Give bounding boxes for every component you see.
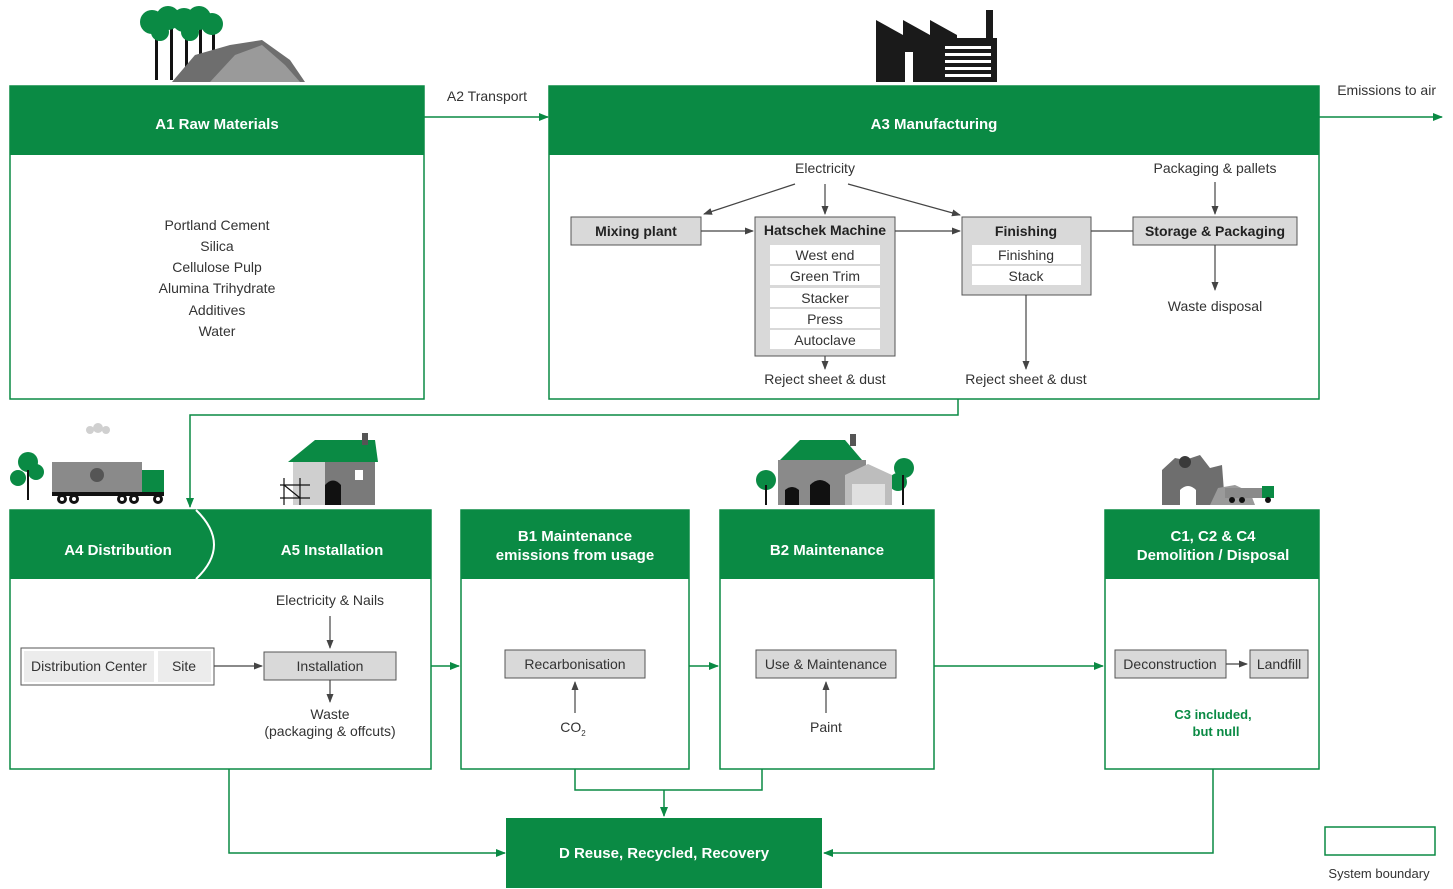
a1-panel: A1 Raw Materials Portland Cement Silica … — [9, 85, 425, 400]
material-item: Portland Cement — [164, 217, 269, 233]
hatschek-item: Autoclave — [794, 332, 856, 348]
installation-box: Installation — [263, 651, 397, 681]
deconstruction-label: Deconstruction — [1123, 656, 1216, 672]
a5-waste-detail: (packaging & offcuts) — [264, 723, 395, 739]
recarbonisation-box: Recarbonisation — [504, 649, 646, 679]
a5-waste-label: Waste — [310, 706, 349, 722]
installation-label: Installation — [297, 658, 364, 674]
co2-label: CO2 — [560, 719, 586, 738]
d-panel: D Reuse, Recycled, Recovery — [506, 818, 822, 888]
storage-label: Storage & Packaging — [1145, 223, 1285, 239]
hatschek-item: Press — [807, 311, 843, 327]
rock-pile-icon — [172, 40, 305, 82]
mixing-plant-box: Mixing plant — [570, 216, 702, 246]
use-maintenance-box: Use & Maintenance — [755, 649, 897, 679]
hatschek-title: Hatschek Machine — [764, 222, 886, 238]
truck-icon — [10, 423, 164, 504]
material-item: Cellulose Pulp — [172, 259, 262, 275]
system-boundary-legend: System boundary — [1324, 826, 1436, 881]
d-title: D Reuse, Recycled, Recovery — [559, 845, 770, 862]
a3-title: A3 Manufacturing — [871, 116, 998, 133]
landfill-box: Landfill — [1249, 649, 1309, 679]
hatschek-item: Green Trim — [790, 268, 860, 284]
mixing-plant-label: Mixing plant — [595, 223, 677, 239]
a5-title: A5 Installation — [281, 542, 384, 559]
distribution-center-label: Distribution Center — [31, 658, 147, 674]
demolition-icon — [1162, 455, 1274, 505]
a1-title: A1 Raw Materials — [155, 116, 278, 133]
material-item: Silica — [200, 238, 234, 254]
paint-label: Paint — [810, 719, 842, 735]
b1-panel: B1 Maintenance emissions from usage Reca… — [460, 509, 690, 770]
material-item: Additives — [189, 302, 246, 318]
c-title: C1, C2 & C4 — [1170, 528, 1256, 545]
c3-note-detail: but null — [1193, 724, 1240, 739]
recarbonisation-label: Recarbonisation — [524, 656, 625, 672]
legend-label: System boundary — [1328, 866, 1430, 881]
finishing-title: Finishing — [995, 223, 1057, 239]
reject-label: Reject sheet & dust — [764, 371, 886, 387]
houses-icon — [756, 434, 914, 505]
hatschek-item: West end — [796, 247, 855, 263]
c-panel: C1, C2 & C4 Demolition / Disposal Decons… — [1104, 509, 1320, 770]
packaging-label: Packaging & pallets — [1154, 160, 1277, 176]
distribution-box: Distribution Center Site — [20, 647, 215, 686]
b1-title: B1 Maintenance — [518, 528, 632, 545]
c-subtitle: Demolition / Disposal — [1137, 547, 1290, 564]
a3-panel: A3 Manufacturing Electricity Packaging &… — [548, 85, 1320, 400]
a3-to-a4-arrow — [186, 399, 959, 508]
emissions-label: Emissions to air — [1337, 82, 1436, 98]
electricity-label: Electricity — [795, 160, 855, 176]
finishing-item: Finishing — [998, 247, 1054, 263]
material-item: Water — [199, 323, 236, 339]
finishing-item: Stack — [1008, 268, 1044, 284]
b2-title: B2 Maintenance — [770, 542, 884, 559]
storage-packaging-box: Storage & Packaging — [1132, 216, 1298, 246]
deconstruction-box: Deconstruction — [1114, 649, 1227, 679]
hatschek-item: Stacker — [801, 290, 849, 306]
material-item: Alumina Trihydrate — [159, 280, 276, 296]
factory-icon — [876, 10, 997, 82]
hatschek-machine-box: Hatschek Machine West end Green Trim Sta… — [754, 216, 896, 357]
c3-note: C3 included, — [1174, 707, 1251, 722]
construction-house-icon — [280, 433, 378, 505]
finishing-box: Finishing Finishing Stack — [961, 216, 1092, 296]
reject-label: Reject sheet & dust — [965, 371, 1087, 387]
b2-panel: B2 Maintenance Use & Maintenance Paint — [719, 509, 935, 770]
b1-subtitle: emissions from usage — [496, 547, 654, 564]
a5-input-label: Electricity & Nails — [276, 592, 384, 608]
waste-disposal-label: Waste disposal — [1168, 298, 1262, 314]
a4-a5-panel: A4 Distribution A5 Installation Distribu… — [9, 509, 432, 770]
a2-label: A2 Transport — [447, 88, 527, 104]
use-maintenance-label: Use & Maintenance — [765, 656, 887, 672]
landfill-label: Landfill — [1257, 656, 1301, 672]
a4-title: A4 Distribution — [64, 542, 172, 559]
trees-icon — [140, 6, 223, 80]
site-label: Site — [172, 658, 196, 674]
